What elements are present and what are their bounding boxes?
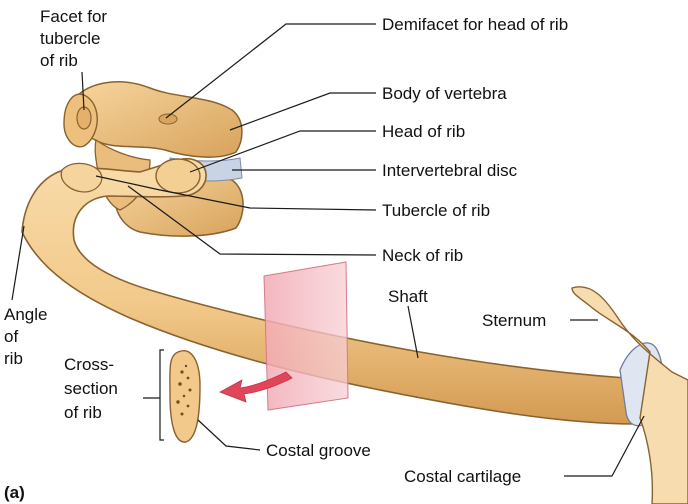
panel-label: (a) [4, 483, 25, 502]
label-angle-of-rib-1: Angle [4, 305, 47, 324]
cross-section-bracket [143, 350, 164, 440]
label-demifacet: Demifacet for head of rib [382, 15, 568, 34]
label-neck-of-rib: Neck of rib [382, 246, 463, 265]
label-facet-for-tubercle-3: of rib [40, 51, 78, 70]
label-cross-section-2: section [64, 379, 118, 398]
vertebra [64, 82, 243, 236]
label-angle-of-rib-2: of [4, 327, 18, 346]
label-cross-section-3: of rib [64, 403, 102, 422]
label-facet-for-tubercle-1: Facet for [40, 7, 107, 26]
label-costal-groove: Costal groove [266, 441, 371, 460]
label-cross-section-1: Cross- [64, 355, 114, 374]
leader-angle [12, 226, 24, 300]
label-head-of-rib: Head of rib [382, 122, 465, 141]
leader-body [230, 93, 376, 130]
facet-for-tubercle [77, 107, 91, 129]
rib-cross-section [170, 351, 200, 442]
label-tubercle-of-rib: Tubercle of rib [382, 201, 490, 220]
leader-costal-cartilage [564, 416, 644, 476]
label-facet-for-tubercle-2: tubercle [40, 29, 100, 48]
leader-costal-groove [198, 420, 260, 450]
demifacet [159, 114, 177, 124]
head-of-rib-shape [156, 159, 200, 193]
cross-section-plane [264, 262, 348, 410]
label-angle-of-rib-3: rib [4, 349, 23, 368]
label-shaft: Shaft [388, 287, 428, 306]
label-body-of-vertebra: Body of vertebra [382, 84, 507, 103]
label-sternum: Sternum [482, 311, 546, 330]
label-costal-cartilage: Costal cartilage [404, 467, 521, 486]
label-intervertebral-disc: Intervertebral disc [382, 161, 518, 180]
